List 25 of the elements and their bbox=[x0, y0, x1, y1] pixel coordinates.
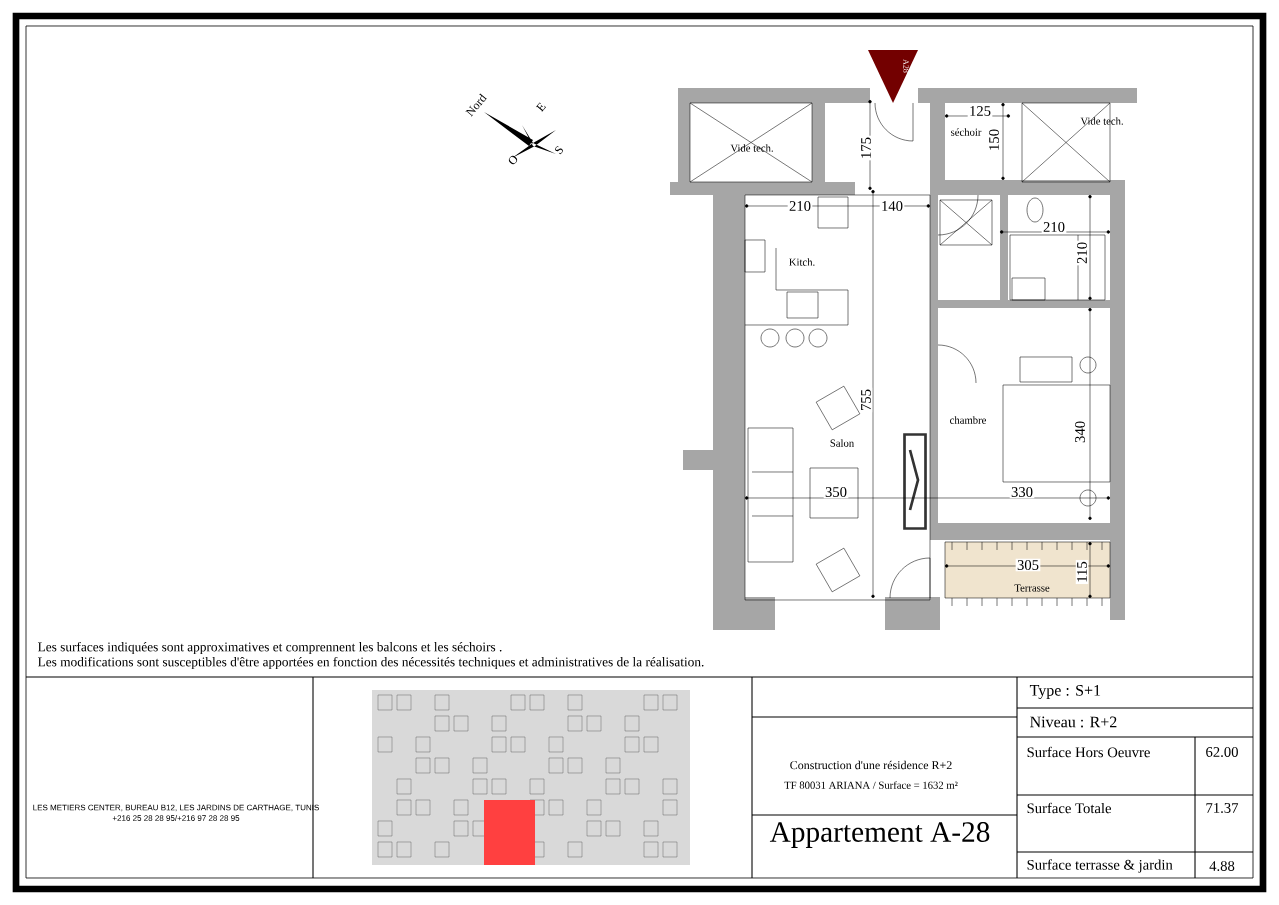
title-block-text: 62.00 bbox=[1206, 747, 1238, 757]
compass-label: S bbox=[555, 145, 563, 155]
note-text: Les modifications sont susceptibles d'être apportées en fonction des nécessités techniques et administratives de la réalisation. bbox=[38, 656, 704, 670]
room-label: chambre bbox=[950, 416, 986, 424]
room-label: Kitch. bbox=[789, 258, 815, 266]
title-block-text: Surface Hors Oeuvre bbox=[1027, 746, 1150, 758]
title-block-text: TF 80031 ARIANA / Surface = 1632 m² bbox=[784, 781, 958, 789]
title-block-text: 71.37 bbox=[1206, 803, 1239, 813]
compass-label: O bbox=[508, 155, 518, 165]
note-text: Les surfaces indiquées sont approximatives et comprennent les balcons et les séchoirs . bbox=[38, 641, 502, 655]
room-label: Salon bbox=[830, 439, 854, 447]
title-block-text: Surface Totale bbox=[1027, 802, 1111, 814]
room-label: séchoir bbox=[951, 128, 982, 136]
compass-label: E bbox=[535, 102, 546, 113]
title-block-text: Surface terrasse & jardin bbox=[1027, 859, 1173, 873]
room-label: Vide tech. bbox=[730, 144, 773, 152]
title-block-text: Construction d'une résidence R+2 bbox=[790, 760, 952, 770]
title-block-text: Type : S+1 bbox=[1029, 684, 1101, 699]
title-block-text: Niveau : R+2 bbox=[1030, 716, 1117, 728]
room-label: Terrasse bbox=[1014, 584, 1050, 592]
address-text: +216 25 28 28 95/+216 97 28 28 95 bbox=[112, 815, 240, 821]
address-text: LES METIERS CENTER, BUREAU B12, LES JARDINS DE CARTHAGE, TUNIS bbox=[33, 804, 319, 812]
room-label: Vide tech. bbox=[1080, 117, 1123, 125]
title-block-text: Appartement A-28 bbox=[769, 822, 990, 848]
title-block-text: 4.88 bbox=[1209, 861, 1235, 871]
